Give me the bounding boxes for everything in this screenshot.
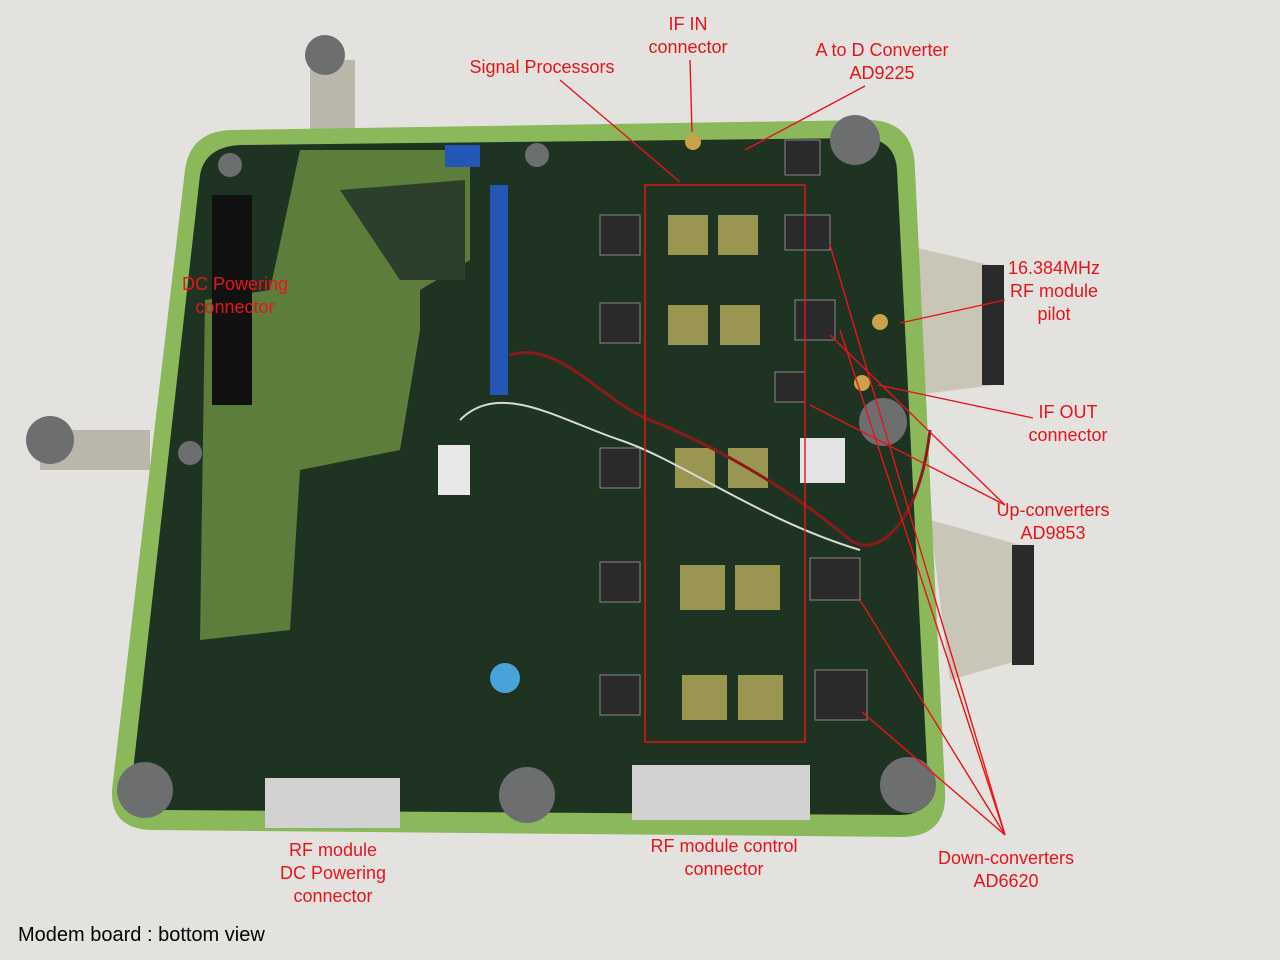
label-line: Down-converters — [937, 848, 1075, 868]
ground-plane — [340, 180, 465, 280]
label-line: connector — [195, 297, 275, 317]
dsp-chip — [680, 565, 725, 610]
standoff — [26, 416, 74, 464]
label-line: RF module — [1009, 281, 1099, 301]
standoff — [830, 115, 880, 165]
adc-leader — [744, 85, 866, 151]
side-connector-plug — [1012, 545, 1034, 665]
label-line: connector — [293, 886, 373, 906]
rf-dc-power-label: RF module DC Powering connector — [280, 839, 386, 908]
wire-bundle — [459, 401, 861, 551]
side-connector — [930, 520, 1020, 680]
qfp-chip — [599, 561, 641, 603]
side-connector-plug — [982, 265, 1004, 385]
label-line: 16.384MHz — [1007, 258, 1101, 278]
dc-connector-block — [212, 195, 252, 405]
pilot-label: 16.384MHz RF module pilot — [1008, 257, 1100, 326]
qfp-chip — [599, 302, 641, 344]
dsp-chip — [668, 305, 708, 345]
label-line: connector — [1028, 425, 1108, 445]
blue-header — [490, 185, 508, 395]
screw — [525, 143, 549, 167]
label-line: Up-converters — [996, 500, 1110, 520]
dsp-chip — [738, 675, 783, 720]
standoff — [499, 767, 555, 823]
dsp-chip — [668, 215, 708, 255]
label-line: pilot — [1037, 304, 1071, 324]
label-line: DC Powering — [181, 274, 289, 294]
up-converter-chip — [794, 299, 836, 341]
sma-connector — [854, 375, 870, 391]
dc-power-label: DC Powering connector — [182, 273, 288, 319]
rf-control-label: RF module control connector — [650, 835, 797, 881]
label-line: AD9853 — [1020, 523, 1086, 543]
adc-chip — [784, 139, 821, 176]
label-line: RF module — [288, 840, 378, 860]
if-out-leader — [877, 384, 1034, 419]
standoff — [305, 35, 345, 75]
signal-processors-leader — [559, 79, 681, 183]
screw — [218, 153, 242, 177]
up-converters-leader — [829, 334, 1006, 506]
qfp-chip — [599, 214, 641, 256]
dsp-chip — [720, 305, 760, 345]
rf-control-connector — [632, 765, 810, 820]
standoff — [117, 762, 173, 818]
dsp-chip — [718, 215, 758, 255]
sma-connector — [872, 314, 888, 330]
label-line: RF module control — [650, 836, 798, 856]
sma-connector — [685, 134, 701, 150]
side-connector — [905, 245, 995, 395]
up-converters-leader — [809, 404, 1006, 506]
caption: Modem board : bottom view — [18, 924, 265, 946]
label-line: A to D Converter — [815, 40, 949, 60]
down-converters-leader — [861, 711, 1006, 836]
label-line: connector — [684, 859, 764, 879]
dsp-chip — [735, 565, 780, 610]
down-converters-leader — [859, 599, 1006, 836]
rf-dc-connector — [265, 778, 400, 828]
down-converters-leader — [839, 329, 1006, 836]
if-in-label: IF IN connector — [648, 13, 727, 59]
white-connector — [438, 445, 470, 495]
blue-header-small — [445, 145, 480, 167]
qfp-chip — [599, 674, 641, 716]
white-module — [800, 438, 845, 483]
if-in-leader — [689, 59, 693, 133]
wire-bundle — [509, 351, 932, 547]
label-line: connector — [648, 37, 728, 57]
signal-processors-label: Signal Processors — [469, 57, 615, 77]
down-converter-chip — [809, 557, 861, 601]
label-line: AD6620 — [973, 871, 1039, 891]
screw — [178, 441, 202, 465]
label-line: AD9225 — [849, 63, 915, 83]
standoff — [880, 757, 936, 813]
label-line: DC Powering — [279, 863, 387, 883]
label-line: IF IN — [668, 14, 708, 34]
dsp-chip — [682, 675, 727, 720]
blue-sticker — [490, 663, 520, 693]
down-converter-chip — [814, 669, 868, 721]
up-converter-chip — [784, 214, 831, 251]
down-converters-leader — [829, 244, 1006, 836]
qfp-chip — [599, 447, 641, 489]
signal-processors-box — [644, 184, 806, 743]
pilot-leader — [899, 299, 1006, 324]
if-out-label: IF OUT connector — [1028, 401, 1107, 447]
adc-chip — [774, 371, 806, 403]
label-line: IF OUT — [1038, 402, 1098, 422]
